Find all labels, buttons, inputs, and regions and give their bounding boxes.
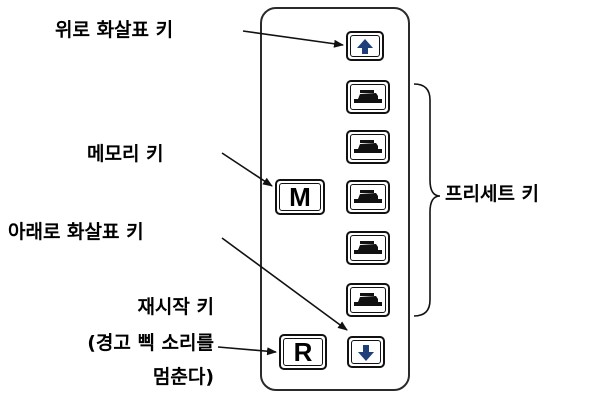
label-down-arrow-key: 아래로 화살표 키: [8, 221, 144, 243]
label-reset-key-line2: (경고 삑 소리를: [87, 332, 214, 354]
preset-key-3[interactable]: [346, 180, 390, 214]
preset-key-4-inner: [350, 235, 386, 261]
preset-key-1[interactable]: [346, 80, 390, 114]
preset-key-2[interactable]: [346, 130, 390, 164]
memory-key-inner: [279, 183, 321, 211]
label-reset-key-line1: 재시작 키: [137, 296, 214, 318]
preset-key-5-inner: [350, 287, 386, 313]
reset-key-leader: [217, 346, 277, 356]
memory-key-letter: M: [289, 181, 311, 212]
preset-key-1-inner: [350, 84, 386, 110]
down-arrow-key-leader: [221, 237, 348, 331]
keypad-panel: [260, 7, 410, 391]
memory-key-leader: [221, 152, 273, 187]
down-arrow-icon: [358, 345, 374, 361]
label-up-arrow-key: 위로 화살표 키: [55, 19, 174, 41]
memory-key[interactable]: M: [275, 179, 325, 215]
preset-key-3-inner: [350, 184, 386, 210]
preset-sewing-icon: [354, 140, 382, 153]
preset-sewing-icon: [354, 241, 382, 254]
reset-key[interactable]: R: [279, 334, 327, 370]
reset-key-inner: [283, 338, 323, 366]
preset-key-4[interactable]: [346, 231, 390, 265]
down-arrow-key[interactable]: [347, 336, 385, 368]
down-arrow-key-inner: [351, 340, 381, 364]
up-arrow-key[interactable]: [346, 31, 384, 61]
preset-sewing-icon: [354, 293, 382, 306]
label-preset-keys: 프리세트 키: [445, 183, 540, 205]
label-reset-key-line3: 멈춘다): [152, 366, 214, 388]
reset-key-letter: R: [293, 336, 313, 367]
up-arrow-key-inner: [350, 35, 380, 57]
preset-key-5[interactable]: [346, 283, 390, 317]
preset-key-2-inner: [350, 134, 386, 160]
up-arrow-key-leader: [242, 30, 344, 48]
preset-sewing-icon: [354, 190, 382, 203]
up-arrow-icon: [357, 39, 373, 54]
preset-keys-bracket: [413, 83, 441, 317]
preset-sewing-icon: [354, 90, 382, 103]
label-memory-key: 메모리 키: [87, 143, 164, 165]
